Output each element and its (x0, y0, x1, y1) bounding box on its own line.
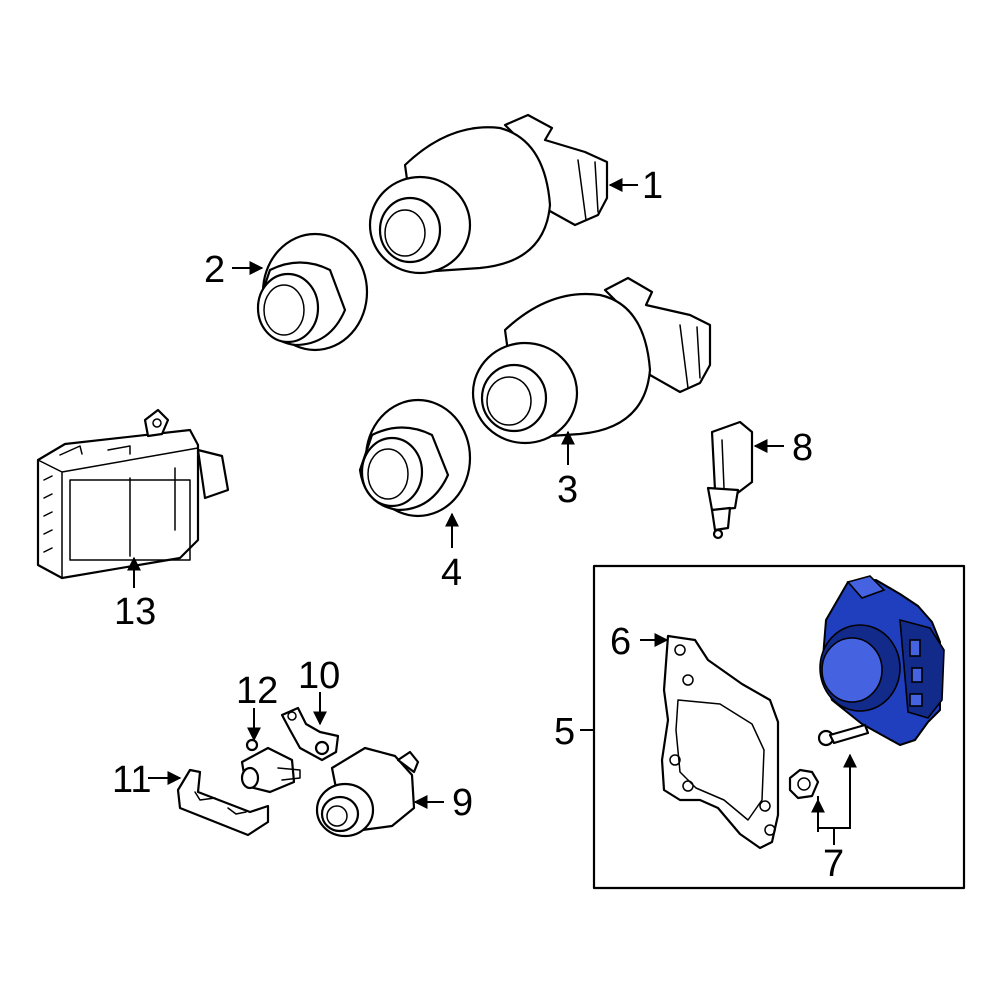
callout-11: 11 (112, 759, 151, 801)
callout-6: 6 (610, 621, 631, 663)
part-9-camera[interactable] (315, 746, 420, 838)
callout-13: 13 (114, 591, 156, 633)
part-1-parking-sensor[interactable] (368, 113, 609, 275)
part-13-control-module[interactable] (36, 408, 230, 580)
callout-8: 8 (792, 427, 813, 469)
part-10-bracket[interactable] (280, 706, 340, 762)
callout-5: 5 (554, 711, 575, 753)
part-3-parking-sensor[interactable] (471, 276, 712, 445)
callout-2: 2 (204, 249, 225, 291)
part-12-housing[interactable] (240, 738, 301, 794)
part-11-bracket[interactable] (176, 768, 270, 837)
callout-9: 9 (452, 782, 473, 824)
callout-3: 3 (557, 469, 578, 511)
leader-lines (127, 178, 857, 845)
callout-4: 4 (441, 552, 462, 594)
part-5-radar-module[interactable] (819, 575, 945, 746)
callout-7: 7 (823, 843, 844, 885)
part-7-fasteners[interactable] (788, 723, 870, 800)
part-2-sensor-bezel[interactable] (256, 232, 369, 352)
part-6-bracket-plate[interactable] (660, 634, 780, 850)
part-4-sensor-bezel[interactable] (358, 398, 472, 518)
callout-labels: 1 2 3 4 5 6 7 8 9 10 11 12 13 (112, 165, 844, 885)
callout-1: 1 (642, 165, 663, 207)
callout-10: 10 (298, 655, 340, 697)
part-8-sensor[interactable] (706, 420, 754, 540)
callout-12: 12 (236, 670, 278, 712)
